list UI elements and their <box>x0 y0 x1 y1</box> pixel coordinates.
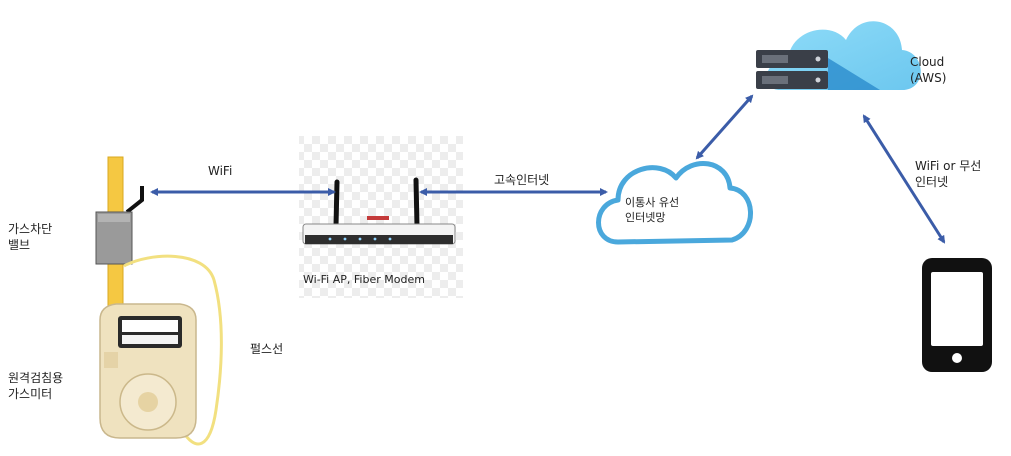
cloud-outline-icon <box>596 161 753 245</box>
cloud-aws-label: Cloud (AWS) <box>910 55 947 85</box>
highspeed-internet-label: 고속인터넷 <box>494 173 550 187</box>
smartphone-icon <box>922 258 992 372</box>
mobile-link-label: WiFi or 무선 인터넷 <box>915 159 982 189</box>
router-icon <box>299 136 463 298</box>
isp-network-label: 이통사 유선 인터넷망 <box>625 196 680 224</box>
gas-meter-icon <box>99 303 197 439</box>
wifi-label: WiFi <box>208 164 233 178</box>
valve-label: 가스차단 밸브 <box>8 222 53 252</box>
arrow-isp-server <box>695 94 754 160</box>
arrow-cloud-phone <box>862 114 946 244</box>
router-label: Wi-Fi AP, Fiber Modem <box>303 273 425 286</box>
valve-icon <box>95 186 144 265</box>
meter-label: 원격검침용 가스미터 <box>8 371 64 401</box>
server-icon <box>756 50 828 89</box>
pulse-wire-label: 펄스선 <box>250 342 284 356</box>
